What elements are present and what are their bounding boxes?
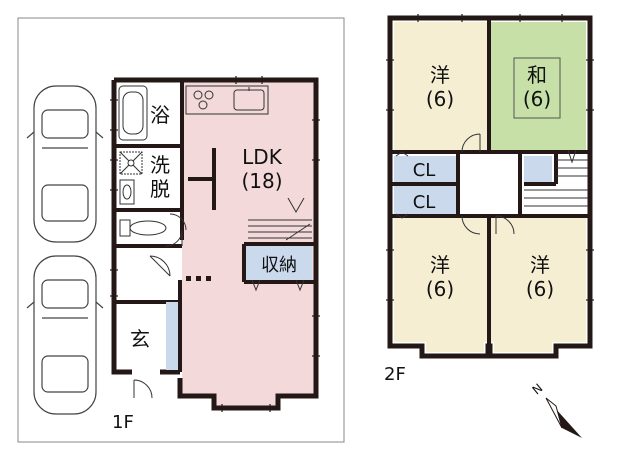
floor-1-label: 1F: [112, 412, 134, 433]
bay-bottom-left: [426, 340, 484, 352]
entrance-label: 玄: [130, 327, 150, 351]
room-2-name: 和: [527, 63, 547, 87]
washroom: [116, 146, 182, 210]
kitchen-counter: [185, 85, 269, 115]
ldk-label: LDK: [242, 145, 283, 169]
bath-room: [116, 82, 182, 146]
stairs-2f: [524, 149, 588, 207]
doors-1f: [133, 213, 187, 399]
room-3-size: (6): [426, 277, 454, 301]
floor-2: 洋 (6) 和 (6) 洋 (6) 洋 (6) CL CL 2F: [384, 14, 594, 385]
compass-icon: N: [530, 381, 582, 438]
closet-2-label: CL: [413, 192, 436, 213]
closet-2: [394, 186, 456, 214]
closet-3: [524, 156, 552, 182]
room-4-size: (6): [526, 277, 554, 301]
dotted-partition: [186, 276, 211, 281]
wash-basin-icon: [119, 179, 135, 205]
car-top: [26, 85, 104, 243]
closet-1-label: CL: [413, 160, 436, 181]
walls-1f: [111, 77, 319, 411]
room-3-name: 洋: [430, 253, 450, 277]
stairs-1f: [248, 197, 312, 241]
tatami-center: [513, 57, 561, 119]
washing-machine-icon: [119, 151, 143, 175]
toilet-icon: [119, 219, 167, 237]
ldk-size: (18): [241, 169, 282, 193]
windows-2f: [386, 14, 594, 301]
room-2-size: (6): [523, 87, 551, 111]
storage-markers: [251, 279, 305, 292]
room-1-size: (6): [426, 87, 454, 111]
floor-2-label: 2F: [384, 364, 406, 385]
western-room-bottom-right: [490, 218, 586, 342]
doors-2f: [395, 133, 515, 235]
washroom-label-1: 洗: [150, 153, 170, 177]
entrance-step: [166, 302, 178, 370]
bay-bottom-right: [494, 340, 552, 352]
western-room-bottom-left: [394, 218, 488, 342]
japanese-room: [490, 22, 586, 152]
bathtub-icon: [118, 85, 148, 141]
compass-north-label: N: [530, 381, 546, 397]
washroom-label-2: 脱: [150, 177, 170, 201]
storage-label: 収納: [261, 255, 297, 276]
storage-room: [246, 246, 312, 280]
bath-label: 浴: [150, 103, 170, 127]
closet-1: [394, 156, 456, 182]
windows-1f: [110, 76, 320, 412]
room-1-name: 洋: [430, 63, 450, 87]
interior-walls-2f: [392, 20, 588, 346]
room-4-name: 洋: [530, 253, 550, 277]
floor-1: LDK (18) 浴 洗 脱 収納 玄 1F: [17, 17, 345, 443]
western-room-top: [394, 22, 488, 152]
car-bottom: [26, 255, 104, 415]
